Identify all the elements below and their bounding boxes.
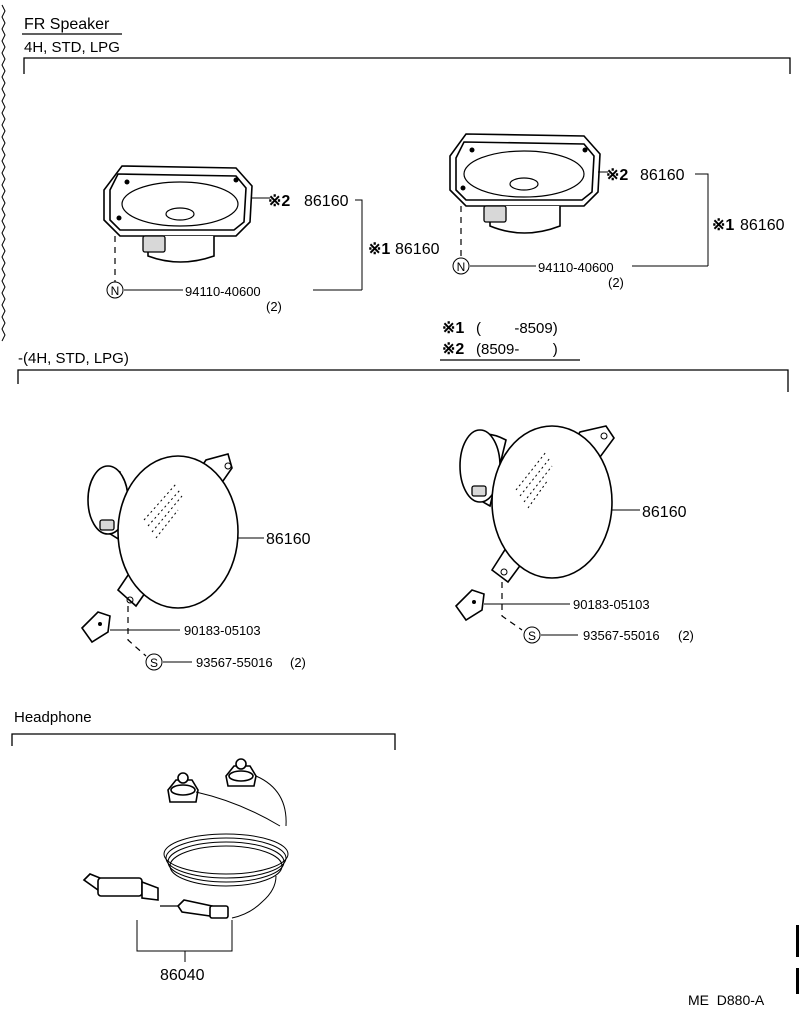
bracket-line	[136, 920, 233, 952]
screw-symbol-label: S	[150, 656, 158, 670]
legend-mark2: ※2	[442, 341, 464, 358]
section-title-headphone: Headphone	[14, 709, 92, 726]
speaker-round-left	[87, 453, 239, 609]
callout-speaker-part: 86160	[266, 531, 311, 548]
callout-speaker-part: 86160	[642, 504, 687, 521]
callout-mark1-part: 86160	[740, 217, 785, 234]
section-condition-top: 4H, STD, LPG	[24, 39, 120, 56]
callout-clip-part: 90183-05103	[573, 597, 650, 612]
legend-mark1-range: ( -8509)	[476, 320, 558, 337]
bracket-line	[695, 173, 709, 266]
legend-mark1: ※1	[442, 320, 464, 337]
section-condition-middle: -(4H, STD, LPG)	[18, 350, 129, 367]
callout-mark2-part: 86160	[640, 167, 685, 184]
callout-headphone-part: 86040	[160, 967, 205, 984]
scan-edge-marks	[1, 4, 6, 342]
callout-clip-part: 90183-05103	[184, 623, 261, 638]
section-bracket-middle	[17, 369, 789, 392]
nut-symbol-label: N	[457, 260, 466, 274]
screw-symbol	[145, 653, 163, 671]
nut-symbol	[106, 281, 124, 299]
bracket-line	[355, 199, 363, 290]
callout-nut-qty: (2)	[608, 275, 624, 290]
headphone-assembly	[82, 758, 289, 919]
callout-nut-part: 94110-40600	[185, 284, 261, 299]
callout-note-mark: ※2	[268, 193, 290, 210]
speaker-round-right	[459, 425, 615, 584]
screw-symbol	[523, 626, 541, 644]
dashed-leader	[127, 606, 147, 657]
section-bracket-headphone	[11, 733, 396, 750]
clip-part	[454, 589, 485, 622]
section-title-fr-speaker: FR Speaker	[24, 16, 110, 33]
callout-nut-qty: (2)	[266, 299, 282, 314]
callout-screw-part: 93567-55016	[583, 628, 660, 643]
callout-screw-qty: (2)	[290, 655, 306, 670]
callout-mark1-part: 86160	[395, 241, 440, 258]
callout-note-mark: ※1	[712, 217, 734, 234]
clip-part	[80, 611, 111, 644]
callout-note-mark: ※1	[368, 241, 390, 258]
callout-screw-qty: (2)	[678, 628, 694, 643]
footer-code: ME D880-A	[688, 992, 765, 1008]
callout-nut-part: 94110-40600	[538, 260, 614, 275]
dashed-leader	[501, 582, 523, 631]
legend-mark2-range: (8509- )	[476, 341, 558, 358]
callout-note-mark: ※2	[606, 167, 628, 184]
nut-symbol	[452, 257, 470, 275]
speaker-square-right	[449, 133, 601, 234]
scan-edge-mark	[796, 925, 799, 957]
nut-symbol-label: N	[111, 284, 120, 298]
screw-symbol-label: S	[528, 629, 536, 643]
speaker-square-left	[103, 165, 253, 263]
scan-edge-mark	[796, 968, 799, 994]
callout-screw-part: 93567-55016	[196, 655, 273, 670]
callout-mark2-part: 86160	[304, 193, 349, 210]
section-bracket-top	[23, 57, 791, 74]
